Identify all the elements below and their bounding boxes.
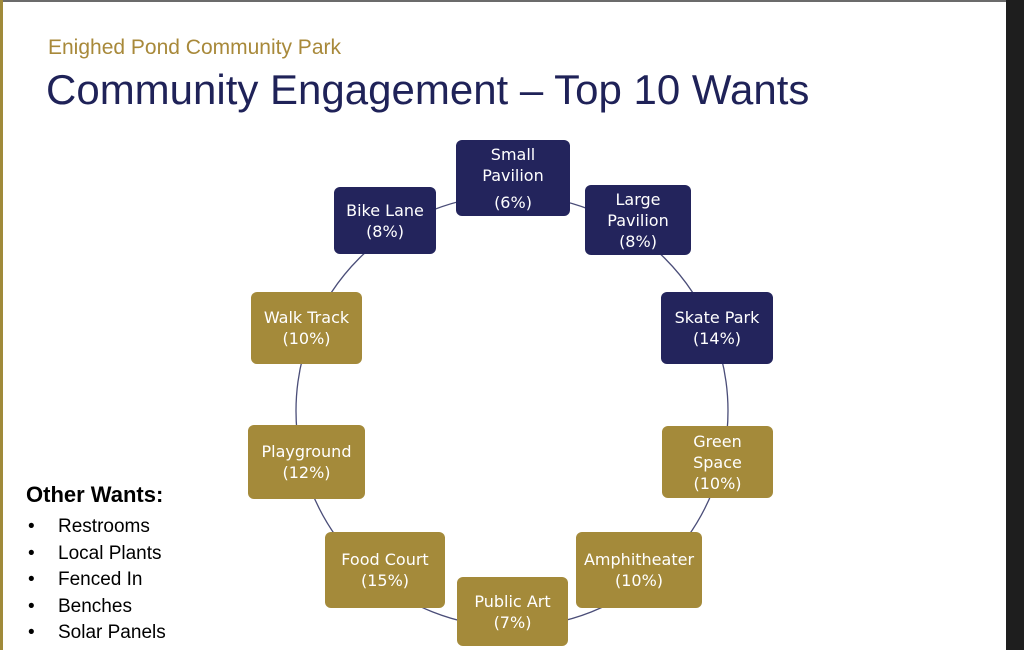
want-percent: (10%) [282,329,331,348]
want-node: Playground (12%) [248,425,365,499]
want-label-line1: Small [490,144,536,164]
want-percent: (8%) [619,231,657,251]
want-node: Food Court (15%) [325,532,445,608]
want-label-line1: Large [615,189,661,209]
list-item: •Local Plants [26,541,166,568]
bullet-icon: • [28,569,35,590]
want-percent: (7%) [493,612,532,632]
want-node: Large Pavilion (8%) [585,185,691,255]
want-label-line2: Space [693,452,742,472]
want-node: Green Space (10%) [662,426,773,498]
slide-title: Community Engagement – Top 10 Wants [46,66,810,113]
slide-left-accent [0,0,3,650]
want-node: Amphitheater (10%) [576,532,702,608]
want-percent: (6%) [494,192,532,212]
want-label-line1: Food Court [341,550,429,569]
want-node: Skate Park (14%) [661,292,773,364]
slide-top-border [0,0,1024,2]
want-percent: (8%) [366,221,404,241]
want-label-line1: Public Art [474,591,551,611]
list-item: •Fenced In [26,567,166,594]
want-label-line1: Walk Track [263,308,350,327]
want-label-line2: Pavilion [482,165,544,185]
want-node: Walk Track (10%) [251,292,362,364]
want-percent: (10%) [693,473,742,493]
slide-right-border [1006,0,1024,650]
want-node: Bike Lane (8%) [334,187,436,254]
want-label-line1: Bike Lane [346,200,424,220]
bullet-icon: • [28,542,35,564]
want-node: Small Pavilion (6%) [456,140,570,216]
bullet-icon: • [28,516,35,537]
want-label-line1: Amphitheater [583,550,695,569]
bullet-icon: • [28,595,35,617]
want-node: Public Art (7%) [457,577,568,646]
list-item: •Solar Panels [26,620,166,647]
other-wants-list: •Restrooms •Local Plants •Fenced In •Ben… [26,514,166,647]
want-label-line1: Skate Park [674,308,760,327]
want-percent: (15%) [360,571,410,590]
want-label-line1: Playground [261,442,352,461]
other-wants-section: Other Wants: •Restrooms •Local Plants •F… [26,482,166,647]
want-label-line2: Pavilion [607,210,669,230]
list-item: •Restrooms [26,514,166,541]
park-subtitle: Enighed Pond Community Park [48,36,341,59]
want-label-line1: Green [693,431,742,451]
want-percent: (14%) [692,329,742,348]
bullet-icon: • [28,622,35,643]
other-wants-heading: Other Wants: [26,482,164,507]
want-percent: (10%) [614,571,664,590]
list-item: •Benches [26,594,166,621]
want-percent: (12%) [282,463,331,482]
